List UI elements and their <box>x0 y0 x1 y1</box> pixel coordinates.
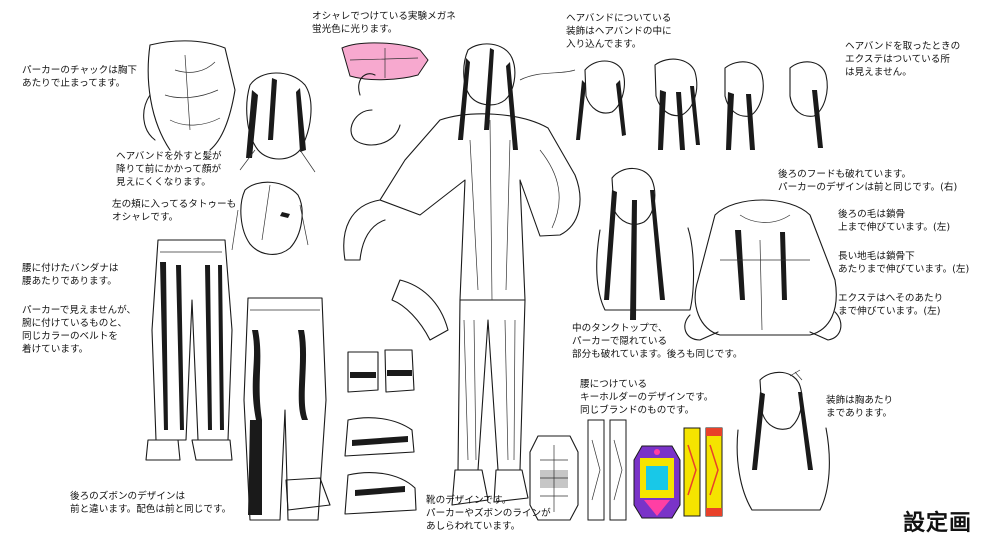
long-hair-note: 長い地毛は鎖骨下 あたりまで伸びています。(左) <box>838 251 970 275</box>
sheet-title: 設定画 <box>902 511 972 536</box>
belt-note: パーカーで見えませんが、 腕に付けているものと、 同じカラーのベルトを 着けてい… <box>22 305 137 355</box>
headband-heads-row <box>576 58 828 150</box>
headband-removed-note: ヘアバンドを取ったときの エクステはついている所 は見えません。 <box>845 41 961 78</box>
shoes-sketch <box>344 349 417 515</box>
keyholder-neon-strips <box>683 427 723 517</box>
hood-note: 後ろのフードも破れています。 パーカーのデザインは前と同じです。(右) <box>778 169 958 193</box>
back-pants-note: 後ろのズボンのデザインは 前と違います。配色は前と同じです。 <box>70 491 232 515</box>
back-pants-sketch <box>243 297 331 521</box>
keyholder-note: 腰につけている キーホルダーのデザインです。 同じブランドのものです。 <box>580 379 714 416</box>
bandana-note: 腰に付けたバンダナは 腰あたりであります。 <box>22 263 119 287</box>
main-figure-sketch <box>343 43 581 506</box>
head-tattoo-sketch <box>231 181 309 255</box>
extension-note: エクステはへそのあたり まで伸びています。(左) <box>838 293 944 317</box>
head-hair-sketch-1 <box>239 72 316 173</box>
ornament-bust-sketch <box>736 369 830 511</box>
front-pants-sketch <box>145 239 233 461</box>
back-view-bust-sketch <box>684 199 842 341</box>
tattoo-note: 左の頬に入ってるタトゥーも オシャレです。 <box>112 199 237 223</box>
zipper-note: パーカーのチャックは胸下 あたりで止まってます。 <box>22 65 138 89</box>
back-hair-note: 後ろの毛は鎖骨 上まで伸びています。(左) <box>838 209 951 233</box>
glasses-sketch <box>341 42 429 81</box>
keyholder-gear-sketch <box>529 435 579 521</box>
ornament-note: 装飾は胸あたり まであります。 <box>826 395 894 419</box>
headband-decoration-note: ヘアバンドについている 装飾はヘアバンドの中に 入り込んでます。 <box>566 13 672 50</box>
long-hair-bust-sketch <box>596 167 695 320</box>
keyholder-strips <box>587 419 627 521</box>
glasses-note: オシャレでつけている実験メガネ 蛍光色に光ります。 <box>312 11 456 35</box>
tanktop-note: 中のタンクトップで、 パーカーで隠れている 部分も破れています。後ろも同じです。 <box>572 323 743 360</box>
zipper-sketch <box>143 40 236 151</box>
keyholder-neon-hexagon <box>633 445 681 519</box>
headband-hair-note: ヘアバンドを外すと髪が 降りて前にかかって顔が 見えにくくなります。 <box>116 151 222 188</box>
shoes-note: 靴のデザインです。 パーカーやズボンのラインが あしらわれています。 <box>426 495 551 532</box>
